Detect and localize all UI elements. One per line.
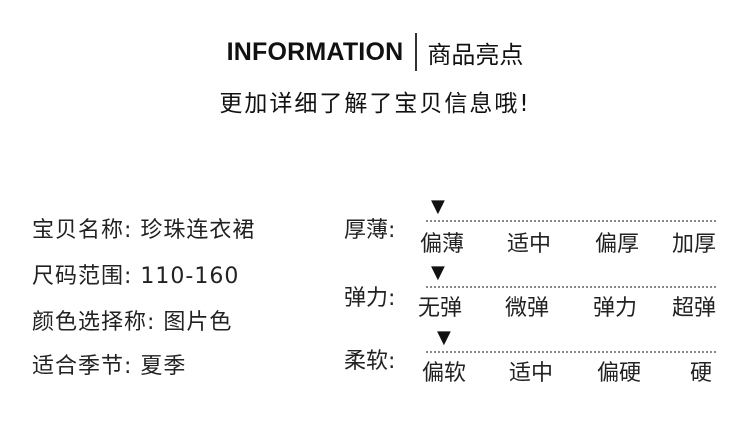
scale-option: 适中 — [509, 361, 554, 386]
scale-option: 无弹 — [418, 296, 463, 321]
info-row-color: 颜色选择称: 图片色 — [32, 304, 232, 336]
scale-line — [426, 220, 716, 222]
scale-option: 偏薄 — [420, 232, 465, 257]
info-value: 夏季 — [140, 354, 187, 379]
header: INFORMATION 商品亮点 更加详细了解了宝贝信息哦! — [0, 30, 750, 118]
scale-elasticity: ▼ 弹力: 无弹 微弹 弹力 超弹 — [0, 264, 750, 324]
down-triangle-icon: ▼ — [437, 327, 451, 348]
scale-line — [426, 286, 716, 288]
scale-option: 加厚 — [672, 232, 717, 257]
title-en: INFORMATION — [226, 37, 404, 66]
info-label: 适合季节: — [32, 354, 133, 379]
subtitle: 更加详细了解了宝贝信息哦! — [219, 91, 531, 117]
info-row-season: 适合季节: 夏季 — [32, 348, 186, 380]
scale-label: 柔软: — [344, 349, 396, 374]
scale-thickness: ▼ 厚薄: 偏薄 适中 偏厚 加厚 — [0, 196, 750, 258]
info-value: 珍珠连衣裙 — [140, 218, 256, 243]
scale-option: 硬 — [690, 361, 713, 386]
info-label: 颜色选择称: — [32, 310, 156, 335]
info-value: 110-160 — [140, 264, 240, 289]
scale-option: 超弹 — [672, 296, 717, 321]
scale-option: 弹力 — [593, 296, 638, 321]
title-divider — [415, 33, 418, 71]
scale-option: 偏软 — [422, 361, 467, 386]
down-triangle-icon: ▼ — [431, 262, 445, 283]
title-row: INFORMATION 商品亮点 — [0, 30, 750, 74]
scale-option: 微弹 — [505, 296, 550, 321]
down-triangle-icon: ▼ — [431, 196, 445, 217]
scale-softness: ▼ 柔软: 偏软 适中 偏硬 硬 — [0, 327, 750, 387]
info-row-size: 尺码范围: 110-160 — [32, 258, 239, 290]
title-cn: 商品亮点 — [427, 40, 524, 69]
scale-label: 厚薄: — [344, 218, 396, 243]
scale-option: 适中 — [507, 232, 552, 257]
info-row-name: 宝贝名称: 珍珠连衣裙 — [32, 212, 255, 244]
scale-option: 偏硬 — [597, 361, 642, 386]
info-value: 图片色 — [163, 310, 233, 335]
scale-option: 偏厚 — [595, 232, 640, 257]
scale-line — [426, 351, 716, 353]
scale-label: 弹力: — [344, 286, 396, 311]
info-label: 宝贝名称: — [32, 218, 133, 243]
info-label: 尺码范围: — [32, 264, 133, 289]
